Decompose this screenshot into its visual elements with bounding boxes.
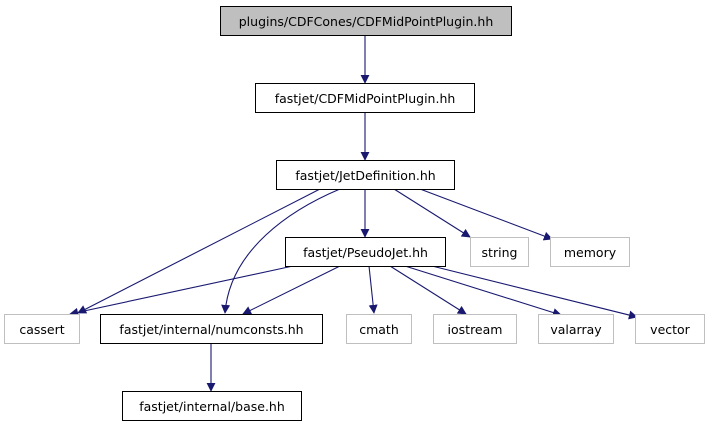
node-cdfmidpoint-plugin[interactable]: fastjet/CDFMidPointPlugin.hh: [255, 83, 475, 113]
node-numconsts[interactable]: fastjet/internal/numconsts.hh: [100, 314, 323, 344]
edge-pseudojet-to-valarray: [404, 265, 562, 317]
edge-jetdef-to-cassert: [77, 188, 321, 314]
edge-jetdef-to-memory: [419, 188, 553, 241]
node-pseudojet[interactable]: fastjet/PseudoJet.hh: [285, 237, 446, 267]
edge-pseudojet-to-cassert: [69, 265, 294, 317]
edge-pseudojet-to-vector: [431, 265, 638, 320]
edge-pseudojet-to-cmath: [368, 265, 378, 314]
edge-pseudojet-to-iostream: [389, 265, 467, 315]
node-iostream[interactable]: iostream: [433, 314, 517, 344]
node-memory[interactable]: memory: [550, 237, 630, 267]
edge-jetdef-to-numconsts: [221, 188, 341, 314]
node-vector[interactable]: vector: [635, 314, 705, 344]
node-base[interactable]: fastjet/internal/base.hh: [122, 391, 302, 421]
edge-jetdef-to-string: [393, 188, 471, 238]
node-jet-definition[interactable]: fastjet/JetDefinition.hh: [276, 160, 455, 190]
node-valarray[interactable]: valarray: [538, 314, 614, 344]
node-root-file[interactable]: plugins/CDFCones/CDFMidPointPlugin.hh: [220, 6, 512, 36]
edge-pseudojet-to-numconsts: [242, 265, 341, 315]
node-cassert[interactable]: cassert: [4, 314, 80, 344]
node-string[interactable]: string: [470, 237, 529, 267]
node-cmath[interactable]: cmath: [346, 314, 412, 344]
